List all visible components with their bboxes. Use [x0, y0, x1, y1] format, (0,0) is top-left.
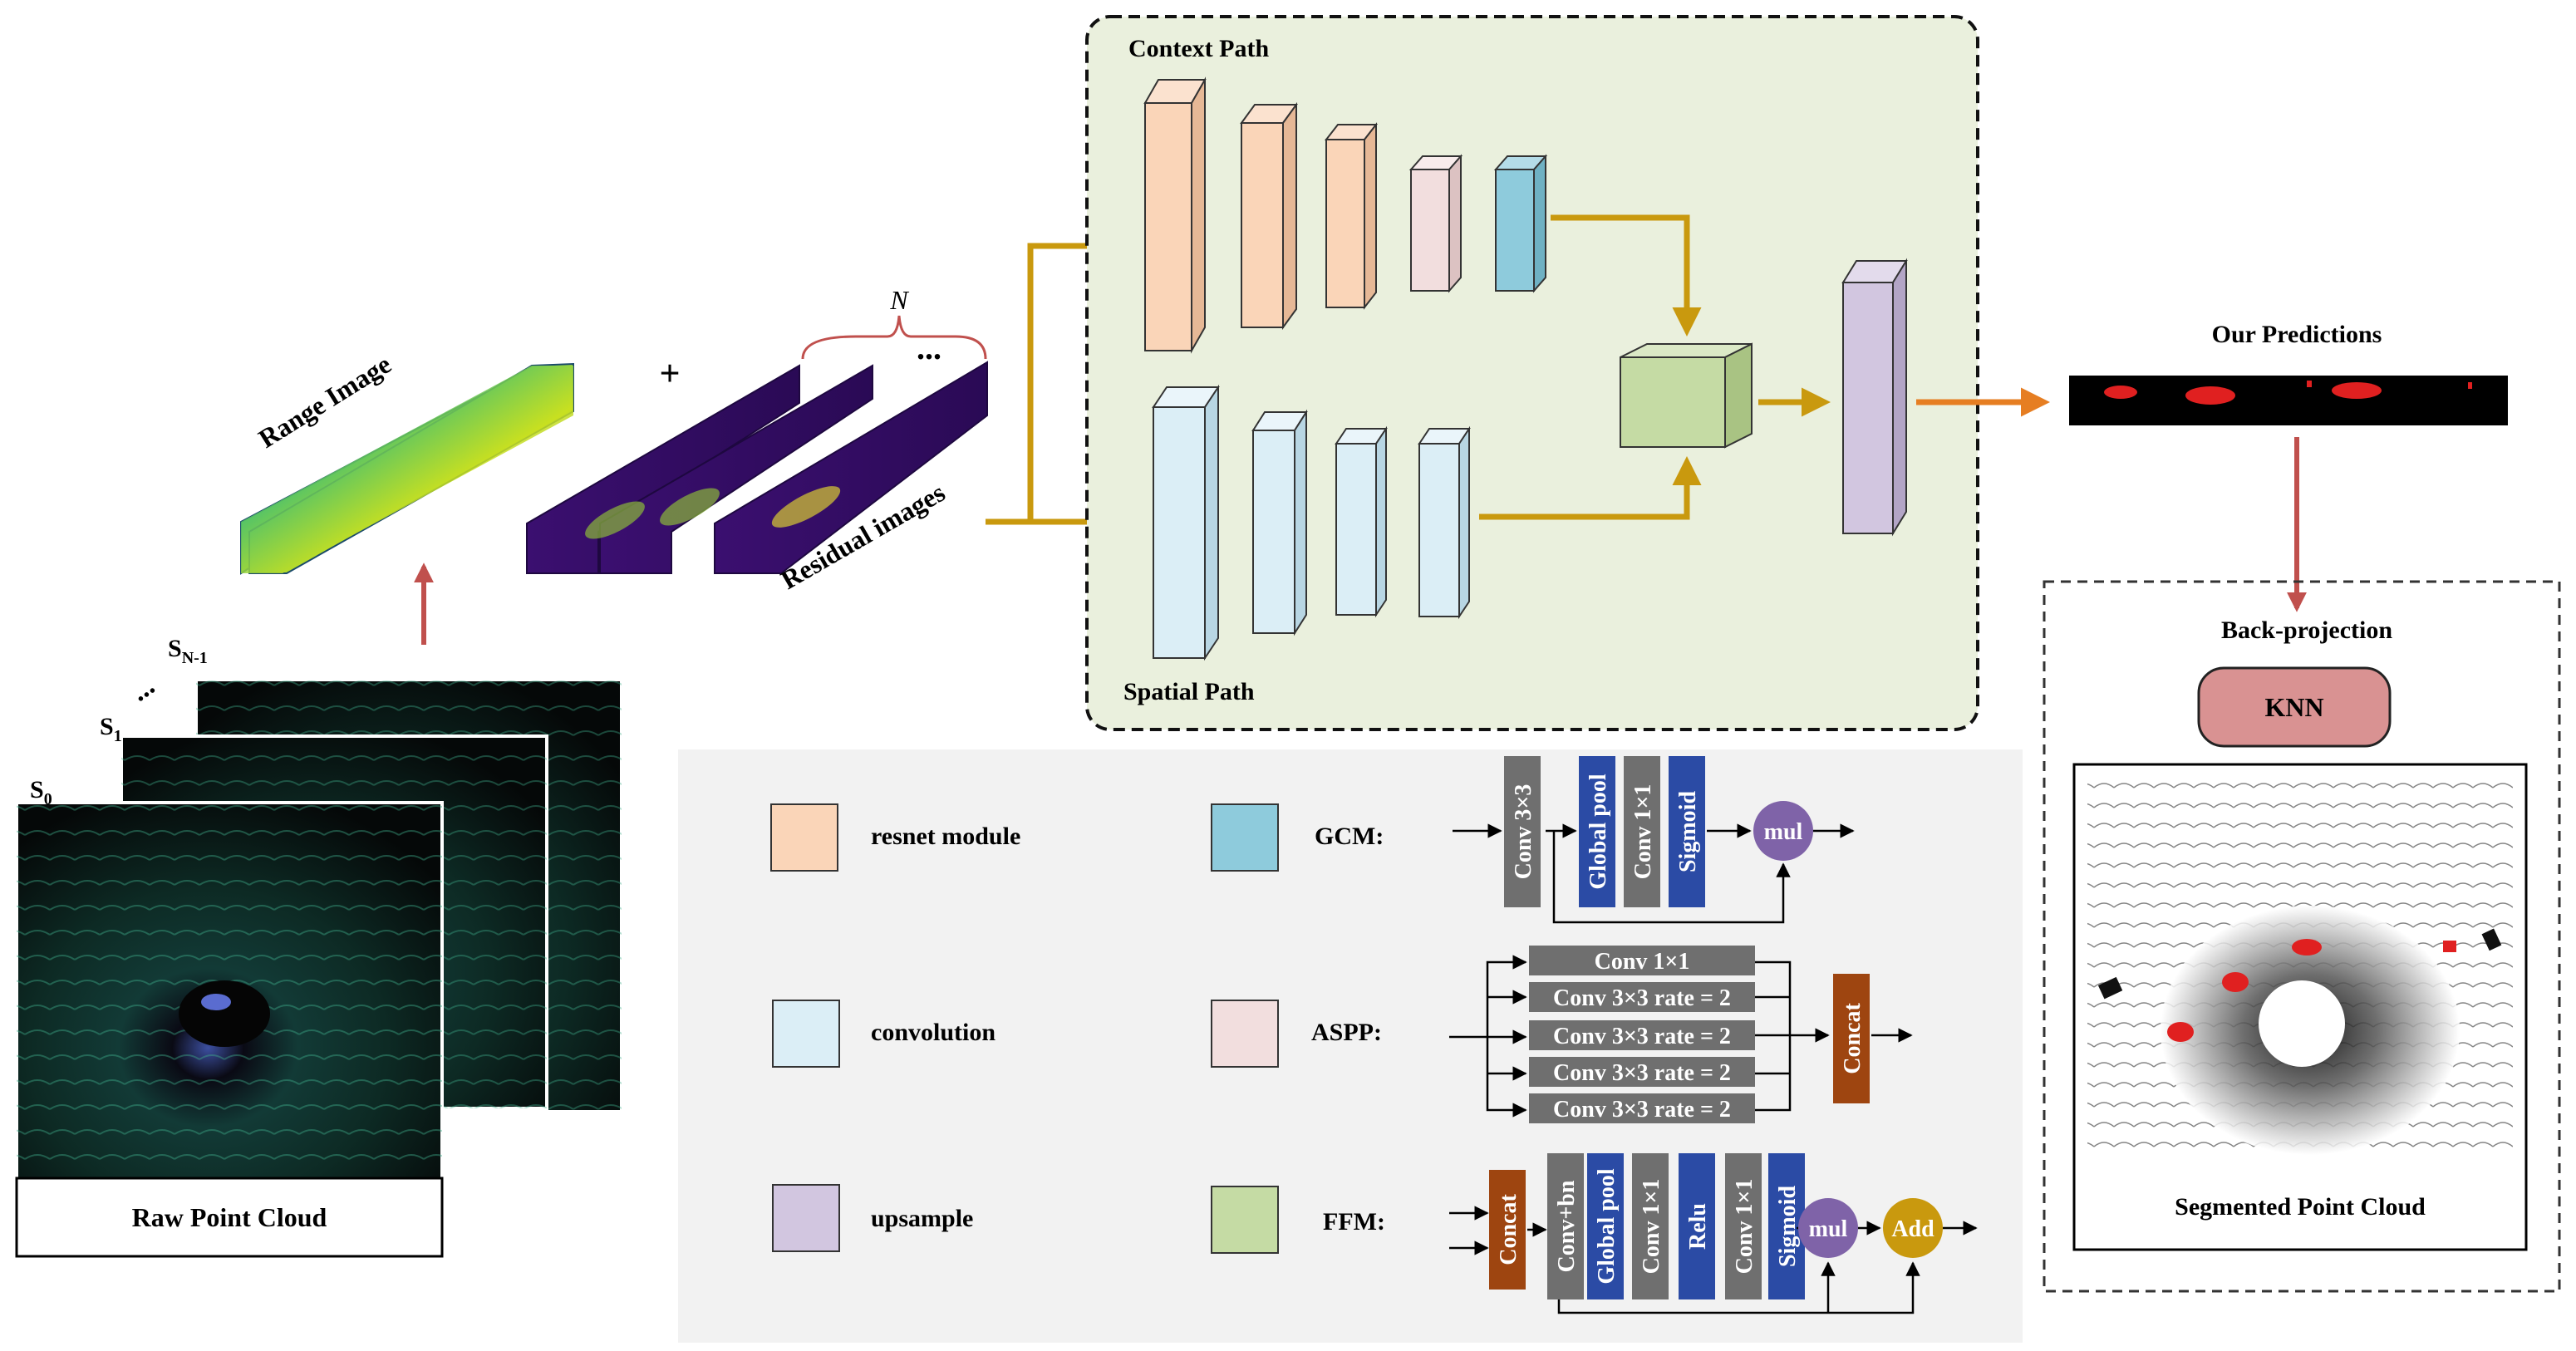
knn-label: KNN [2264, 692, 2323, 722]
context-path-blocks [1143, 76, 1548, 354]
our-predictions-label: Our Predictions [2212, 321, 2382, 348]
ffm-mul-op [1798, 1198, 1858, 1258]
legend-swatch-upsample [772, 1184, 840, 1252]
aspp-conv-rate2-block-2 [1529, 1020, 1755, 1050]
resnet-block-1 [1143, 76, 1207, 354]
gcm-conv1x1-block [1624, 756, 1660, 907]
ffm-convbn-block [1547, 1153, 1584, 1299]
range-image-label: Range Image [253, 349, 396, 454]
gcm-block [1493, 154, 1548, 293]
raw-point-cloud-caption-box [15, 1177, 444, 1258]
resnet-block-2 [1240, 101, 1298, 331]
legend-swatch-ffm [1211, 1186, 1279, 1254]
gcm-conv3x3-block [1504, 756, 1541, 907]
aspp-conv-rate2-block-4 [1529, 1093, 1755, 1123]
legend-swatch-conv [772, 1000, 840, 1068]
s0-label: S0 [30, 776, 52, 808]
ffm-conv1x1-block-2 [1725, 1153, 1762, 1299]
spatial-path-blocks [1152, 384, 1471, 661]
ffm-globalpool-block [1587, 1153, 1624, 1299]
legend-upsample-label: upsample [871, 1205, 973, 1232]
aspp-conv-rate2-label-4: Conv 3×3 rate = 2 [1553, 1097, 1731, 1123]
prediction-strip [2069, 376, 2508, 425]
aspp-detail: Conv 1×1 Conv 3×3 rate = 2 Conv 3×3 rate… [1449, 946, 1913, 1123]
ffm-relu-label: Relu [1685, 1203, 1711, 1250]
residual-image-stack [526, 361, 988, 574]
legend-swatch-gcm [1211, 803, 1279, 872]
plus-sign: + [659, 353, 680, 394]
range-image-stack [240, 362, 574, 575]
ffm-concat-label: Concat [1496, 1194, 1522, 1265]
ffm-conv1x1-label-1: Conv 1×1 [1639, 1179, 1664, 1275]
aspp-concat-label: Concat [1840, 1003, 1866, 1074]
n-label: N [889, 285, 909, 315]
ffm-conv1x1-block-1 [1632, 1153, 1669, 1299]
back-projection-label: Back-projection [2221, 617, 2392, 644]
gcm-sigmoid-label: Sigmoid [1675, 791, 1701, 872]
legend-ffm-label: FFM: [1323, 1208, 1385, 1236]
sn1-label: SN-1 [168, 635, 208, 667]
conv-block-3 [1335, 425, 1388, 618]
legend-aspp-label: ASPP: [1311, 1019, 1382, 1046]
s1-label: S1 [100, 713, 122, 745]
back-projection-panel [2043, 580, 2561, 1293]
legend-mid: GCM: ASPP: FFM: [1211, 803, 1385, 1254]
network-panel [1085, 15, 1979, 731]
aspp-conv1x1-block [1529, 946, 1755, 975]
segmented-point-cloud-label: Segmented Point Cloud [2175, 1193, 2426, 1221]
aspp-conv-rate2-block-3 [1529, 1057, 1755, 1087]
ffm-block [1620, 342, 1753, 449]
ffm-concat-block [1489, 1170, 1526, 1290]
stack-dots: ... [125, 671, 160, 708]
aspp-conv1x1-label: Conv 1×1 [1595, 949, 1690, 975]
gcm-mul-op [1753, 801, 1813, 861]
ffm-sigmoid-label: Sigmoid [1775, 1186, 1801, 1267]
gcm-sigmoid-block [1669, 756, 1705, 907]
ffm-add-label: Add [1891, 1216, 1934, 1242]
gcm-conv3x3-label: Conv 3×3 [1511, 784, 1536, 880]
n-brace [801, 315, 987, 360]
aspp-conv-rate2-block-1 [1529, 982, 1755, 1012]
raw-point-cloud-label: Raw Point Cloud [132, 1202, 327, 1232]
aspp-concat-block [1833, 974, 1870, 1103]
raw-point-cloud-stack: Raw Point Cloud S0 S1 SN-1 ... [15, 635, 623, 1258]
ffm-detail: Concat Conv+bn Global pool Conv 1×1 Relu… [1449, 1153, 1978, 1314]
gcm-detail: Conv 3×3 Global pool Conv 1×1 Sigmoid mu… [1453, 756, 1855, 924]
legend-conv-label: convolution [871, 1019, 995, 1046]
ffm-conv1x1-label-2: Conv 1×1 [1732, 1179, 1757, 1275]
spatial-path-label: Spatial Path [1123, 678, 1255, 705]
aspp-conv-rate2-label-1: Conv 3×3 rate = 2 [1553, 985, 1731, 1011]
aspp-conv-rate2-label-2: Conv 3×3 rate = 2 [1553, 1024, 1731, 1049]
aspp-conv-rate2-label-3: Conv 3×3 rate = 2 [1553, 1060, 1731, 1086]
conv-block-1 [1152, 384, 1220, 661]
gcm-globalpool-block [1579, 756, 1615, 907]
aspp-block [1408, 154, 1463, 293]
context-path-label: Context Path [1128, 35, 1269, 62]
ffm-convbn-label: Conv+bn [1554, 1180, 1580, 1272]
residual-dots: ... [917, 329, 941, 366]
arrow-spatial-to-ffm [1479, 456, 1702, 520]
ffm-globalpool-label: Global pool [1594, 1168, 1620, 1284]
gcm-globalpool-label: Global pool [1585, 774, 1611, 889]
legend-resnet-label: resnet module [871, 823, 1020, 850]
ffm-mul-label: mul [1809, 1216, 1848, 1242]
resnet-block-3 [1324, 122, 1379, 310]
arrow-gcm-to-ffm [1551, 214, 1702, 337]
ffm-relu-block [1679, 1153, 1715, 1299]
upsample-block [1841, 258, 1908, 537]
legend-swatch-resnet [770, 803, 838, 872]
ffm-add-op [1883, 1198, 1943, 1258]
conv-block-4 [1418, 425, 1471, 620]
knn-box [2197, 666, 2392, 748]
legend-swatch-aspp [1211, 1000, 1279, 1068]
gcm-conv1x1-label: Conv 1×1 [1630, 784, 1656, 880]
conv-block-2 [1251, 409, 1308, 636]
gcm-mul-label: mul [1764, 819, 1803, 845]
arrow-to-context-path [986, 231, 1144, 525]
legend-gcm-label: GCM: [1315, 823, 1384, 850]
legend-left: resnet module convolution upsample [770, 803, 1020, 1252]
